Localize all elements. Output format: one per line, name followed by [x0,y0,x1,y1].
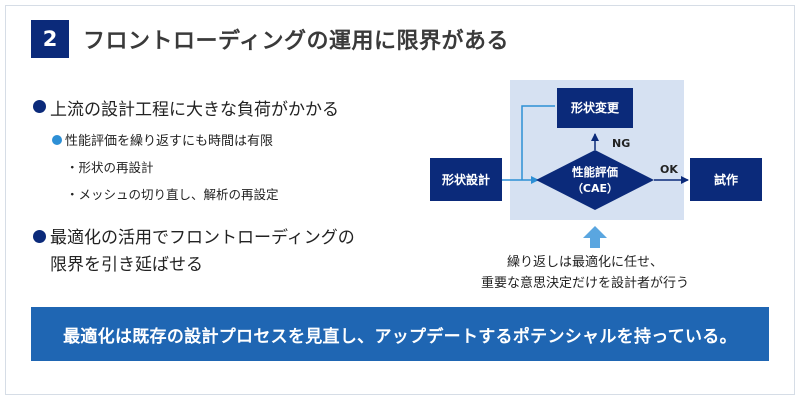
bullet-dot-icon [33,100,46,113]
slide-title: フロントローディングの運用に限界がある [83,29,509,54]
section-number-badge: 2 [31,20,69,58]
prototype-label: 試作 [714,172,738,187]
bullet-subsub-2: ・メッシュの切り直し、解析の再設定 [66,187,279,202]
shape-change-box [557,88,633,128]
bullet-main-1: 上流の設計工程に大きな負荷がかかる [33,95,339,120]
arrow-change-loop [521,105,555,180]
bullet-main-2-line-2: 限界を引き延ばせる [50,255,203,275]
evaluation-label-line-2: （CAE） [572,182,618,195]
bullet-sub-1: 性能評価を繰り返すにも時間は有限 [52,130,273,149]
bullet-main-1-text: 上流の設計工程に大きな負荷がかかる [50,100,339,120]
evaluation-diamond [536,150,654,210]
bullet-sub-1-text: 性能評価を繰り返すにも時間は有限 [65,134,274,149]
bullet-dot-icon [33,230,46,243]
caption-line-2: 重要な意思決定だけを設計者が行う [480,276,689,291]
up-arrow-icon [583,226,607,248]
shape-change-label: 形状変更 [571,100,620,115]
ok-label: OK [660,163,678,176]
caption-line-1: 繰り返しは最適化に任せ、 [506,255,663,270]
bullet-subsub-1: ・形状の再設計 [66,160,154,175]
conclusion-banner: 最適化は既存の設計プロセスを見直し、アップデートするポテンシャルを持っている。 [31,307,769,361]
shape-design-label: 形状設計 [442,172,490,187]
slide-header: 2 フロントローディングの運用に限界がある [31,20,509,58]
shape-design-box [430,158,502,201]
diagram-caption: 繰り返しは最適化に任せ、 重要な意思決定だけを設計者が行う [440,252,730,294]
prototype-box [690,158,762,201]
bullet-main-2: 最適化の活用でフロントローディングの 限界を引き延ばせる [33,225,355,279]
bullet-main-2-line-1: 最適化の活用でフロントローディングの [50,228,355,248]
ng-label: NG [612,137,630,150]
sub-bullet-dot-icon [52,134,62,145]
evaluation-label-line-1: 性能評価 [572,165,618,179]
